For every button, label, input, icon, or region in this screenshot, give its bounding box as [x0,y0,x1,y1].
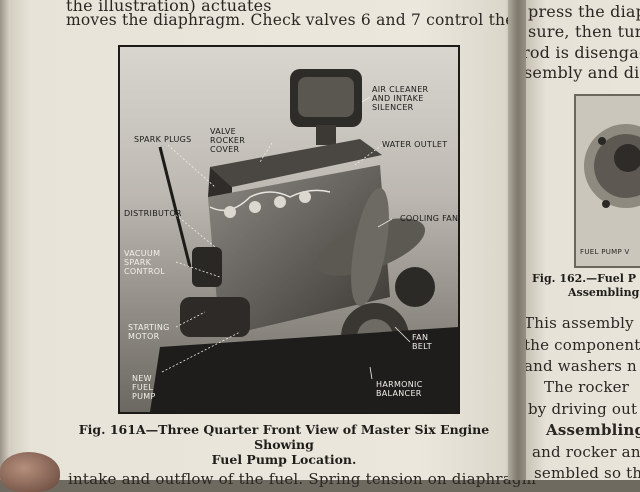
left-page: the illustration) actuates moves the dia… [0,0,536,488]
label-vacuum-spark-control: VACUUM SPARK CONTROL [124,249,166,276]
right-text-line-1: press the diaph [528,2,640,21]
figure-caption: Fig. 161A—Three Quarter Front View of Ma… [64,422,504,467]
right-text-line-4: sembly and dis [526,63,640,82]
fuel-pump-illustration [576,96,640,266]
inset-caption-line-2: Assembling [568,286,640,299]
finger-holding-page [0,452,60,492]
book-gutter [508,0,530,480]
label-water-outlet: WATER OUTLET [382,140,448,149]
right-text-line-6: the component [526,336,640,354]
fuel-pump-inset-photo: FUEL PUMP V [574,94,640,268]
body-text-line-bottom: intake and outflow of the fuel. Spring t… [68,470,537,488]
right-text-line-8: The rocker [544,378,630,396]
page-edge [0,0,10,480]
right-text-line-2: sure, then tur [528,22,640,41]
body-text-line-1: the illustration) actuates [66,0,272,15]
label-air-cleaner: AIR CLEANER AND INTAKE SILENCER [372,85,429,112]
body-text-line-2: moves the diaphragm. Check valves 6 and … [66,11,515,29]
label-new-fuel-pump: NEW FUEL PUMP [132,374,156,401]
label-harmonic-balancer: HARMONIC BALANCER [376,380,423,398]
engine-illustration [120,47,458,412]
engine-figure-photo: AIR CLEANER AND INTAKE SILENCER SPARK PL… [118,45,460,414]
figure-caption-line-1: Fig. 161A—Three Quarter Front View of Ma… [78,422,490,452]
label-fan-belt: FAN BELT [412,333,432,351]
label-spark-plugs: SPARK PLUGS [134,135,192,144]
right-text-line-3: rod is disengag [526,43,640,62]
inset-label: FUEL PUMP V [580,248,630,256]
right-text-line-11: and rocker an [532,443,640,461]
label-starting-motor: STARTING MOTOR [128,323,170,341]
figure-caption-line-2: Fuel Pump Location. [211,452,357,467]
right-text-line-12: sembled so th [534,464,640,480]
right-text-line-9: by driving out [528,400,638,418]
label-valve-rocker-cover: VALVE ROCKER COVER [210,127,246,154]
inset-caption-line-1: Fig. 162.—Fuel P [532,272,637,285]
right-text-line-7: and washers n [526,357,637,375]
right-text-line-10: Assembling [546,421,640,439]
right-text-line-5: This assembly [526,314,634,332]
label-distributor: DISTRIBUTOR [124,209,182,218]
label-cooling-fan: COOLING FAN [400,214,459,223]
inset-caption: Fig. 162.—Fuel P Assembling [532,272,639,300]
